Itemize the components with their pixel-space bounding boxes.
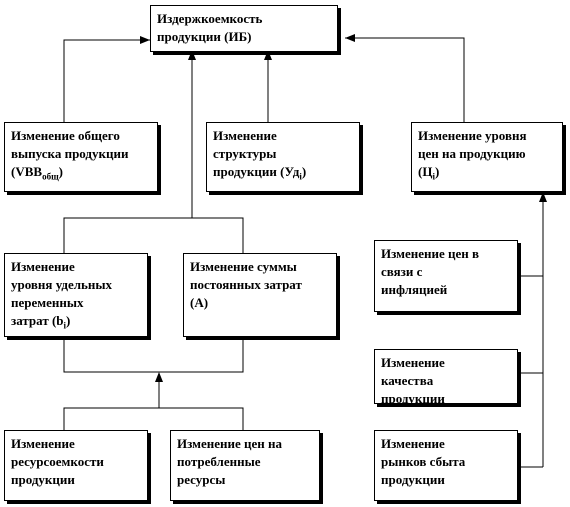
arrowhead-bottom-trunk (155, 372, 163, 382)
node-price-level-line3-sub: i (432, 171, 435, 182)
node-variable-costs-line1: Изменение (11, 259, 75, 274)
node-fixed-costs-line3: (А) (190, 295, 209, 310)
node-structure-line1: Изменение (213, 128, 277, 143)
node-structure-line3-end: ) (301, 164, 307, 179)
arrowhead-total-output (140, 36, 150, 44)
node-variable-costs-line4-sub: i (63, 320, 67, 331)
node-price-level-line3-main: (Ц (418, 164, 433, 179)
node-quality-line2: качества (381, 373, 434, 388)
node-price-level-line3: (Цi) (418, 163, 556, 181)
node-price-level-line3-end: ) (434, 164, 440, 179)
node-markets: Изменение рынков сбыта продукции (374, 430, 518, 501)
node-total-output: Изменение общего выпуска продукции (VBBо… (4, 122, 158, 192)
node-structure: Изменение структуры продукции (Удi) (206, 122, 360, 192)
arrowhead-price-level (345, 34, 355, 42)
node-quality-line3: продукции (381, 391, 445, 404)
arrowhead-cost-trunk (188, 50, 196, 60)
node-variable-costs-line3: переменных (11, 295, 84, 310)
connector-cost-split (63, 217, 244, 253)
arrowhead-structure (264, 50, 272, 60)
node-total-output-line1: Изменение общего (11, 128, 120, 143)
node-structure-line3-main: продукции (Уд (213, 164, 300, 179)
node-cost-intensity-line2: продукции (ИБ) (157, 29, 252, 44)
arrowhead-right-trunk (539, 192, 547, 202)
node-resource-prices-line2: потребленные (177, 454, 261, 469)
node-structure-line3-sub: i (299, 171, 302, 182)
node-markets-line3: продукции (381, 472, 445, 487)
node-fixed-costs: Изменение суммы постоянных затрат (А) (183, 253, 337, 337)
connector-mid-join (63, 337, 244, 373)
connector-bottom-split (63, 407, 244, 430)
node-variable-costs-line4-main: затрат (b (11, 313, 64, 328)
node-markets-line2: рынков сбыта (381, 454, 466, 469)
node-total-output-line2: выпуска продукции (11, 146, 129, 161)
node-resource-prices: Изменение цен на потребленные ресурсы (170, 430, 320, 501)
node-resource-intensity: Изменение ресурсоемкости продукции (4, 430, 148, 501)
node-price-level: Изменение уровня цен на продукцию (Цi) (411, 122, 563, 192)
node-total-output-line3-main: (VBB (11, 164, 43, 179)
node-price-level-line2: цен на продукцию (418, 146, 526, 161)
node-inflation-line2: связи с (381, 264, 423, 279)
node-structure-line2: структуры (213, 146, 277, 161)
node-quality: Изменение качества продукции (374, 349, 518, 404)
node-fixed-costs-line2: постоянных затрат (190, 277, 302, 292)
node-inflation-line1: Изменение цен в (381, 246, 480, 261)
node-fixed-costs-line1: Изменение суммы (190, 259, 297, 274)
connector-price-level (345, 37, 465, 122)
node-inflation-line3: инфляцией (381, 282, 448, 297)
node-total-output-line3-end: ) (58, 164, 64, 179)
connector-total-output (63, 39, 150, 122)
node-total-output-line3-sub: общ (42, 171, 59, 182)
node-resource-intensity-line3: продукции (11, 472, 75, 487)
node-variable-costs-line2: уровня удельных (11, 277, 113, 292)
node-quality-line1: Изменение (381, 355, 445, 370)
node-price-level-line1: Изменение уровня (418, 128, 527, 143)
node-resource-intensity-line2: ресурсоемкости (11, 454, 104, 469)
node-variable-costs-line4-end: ) (66, 313, 71, 328)
node-cost-intensity: Издержкоемкость продукции (ИБ) (150, 5, 338, 52)
node-total-output-line3: (VBBобщ) (11, 163, 151, 181)
node-inflation: Изменение цен в связи с инфляцией (374, 240, 518, 312)
node-markets-line1: Изменение (381, 436, 445, 451)
node-variable-costs: Изменение уровня удельных переменных зат… (4, 253, 148, 337)
node-resource-prices-line3: ресурсы (177, 472, 226, 487)
node-resource-prices-line1: Изменение цен на (177, 436, 283, 451)
node-variable-costs-line4: затрат (bi) (11, 312, 141, 330)
node-resource-intensity-line1: Изменение (11, 436, 75, 451)
node-cost-intensity-line1: Издержкоемкость (157, 11, 263, 26)
node-structure-line3: продукции (Удi) (213, 163, 353, 181)
